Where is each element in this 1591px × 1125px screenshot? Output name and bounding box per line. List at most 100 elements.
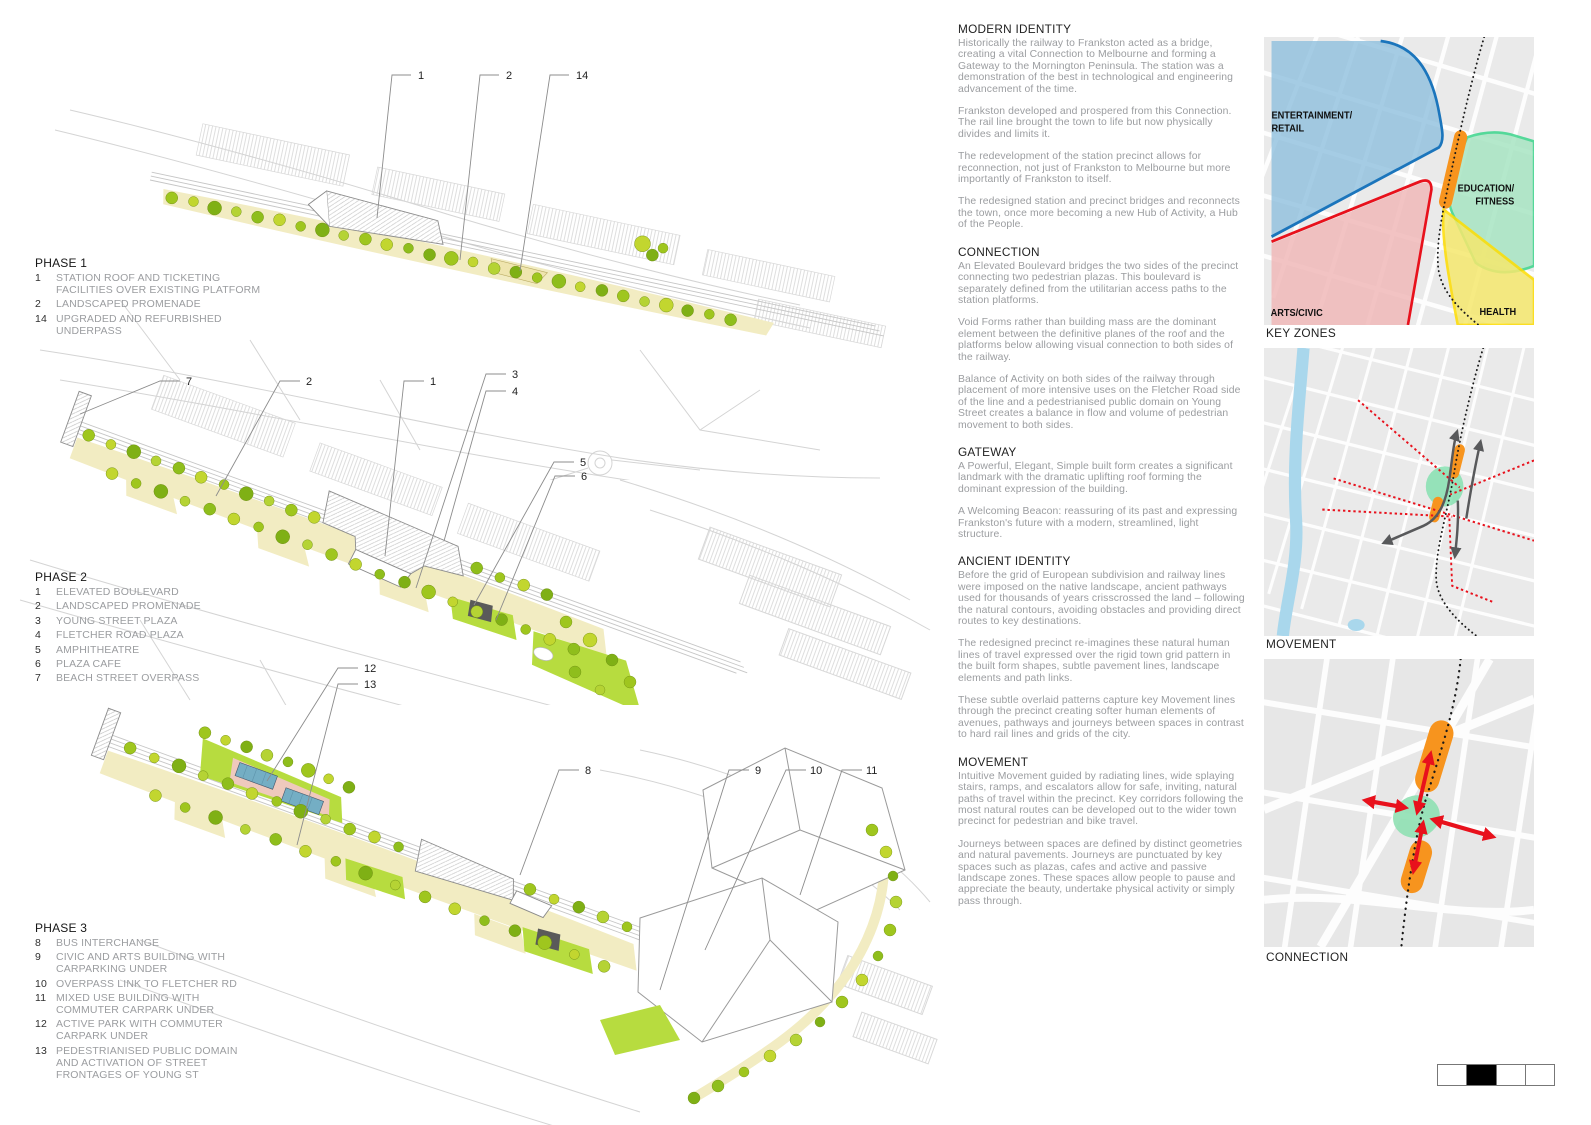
paragraph: The redevelopment of the station precinc… [958,151,1231,186]
phase3-callout-10: 10 [810,765,822,777]
phase2-lawn-trees [559,615,637,696]
phase1-rail-lines [149,171,884,337]
phase3-callout-12: 12 [364,663,376,675]
phase3-active-park [199,738,343,824]
paragraph: An Elevated Boulevard bridges the two si… [958,260,1239,306]
phase1-station-roof [307,190,444,245]
key-zones-caption: KEY ZONES [1266,326,1337,340]
paragraph: Historically the railway to Frankston ac… [958,38,1233,95]
phase2-context-roads [19,479,931,705]
phase3-edge-walk [691,823,890,1103]
zone-label-retail: RETAIL [1272,123,1305,134]
phase2-title: PHASE 2 [35,570,88,584]
zone-entertainment-retail [1271,41,1443,237]
phase2-lawn-large [531,631,642,705]
phase3-rail-lines [99,731,722,967]
phase2-pond [533,647,554,661]
paragraph: A Welcoming Beacon: reassuring of its pa… [958,506,1238,540]
phase3-context-roads [119,749,938,1125]
section-heading-movement: MOVEMENT [958,754,1029,769]
movement-map [1264,348,1534,636]
movement-caption: MOVEMENT [1266,637,1337,651]
phase1-callout-1: 1 [418,70,424,82]
phase2-parking-lots [150,374,601,582]
phase1-callouts [376,74,569,272]
phase2-callout-5: 5 [580,457,586,469]
phase3-arc-trees [687,823,903,1105]
phase3-trees [123,726,633,973]
phase1-parking-lots [195,123,887,349]
phase2-callout-2: 2 [306,376,312,388]
paragraph: Balance of Activity on both sides of the… [958,373,1241,431]
phase3-site-plan: 12 13 8 9 10 11 [90,663,938,1125]
zone-arts-border [1271,179,1433,325]
phase2-callout-1: 1 [430,376,436,388]
phase3-title: PHASE 3 [35,921,88,935]
phase1-title: PHASE 1 [35,256,88,270]
zone-arts-civic [1271,182,1432,325]
scale-bar-segment [1495,1065,1525,1085]
scale-bar-segment [1438,1065,1466,1085]
section-heading-ancient-identity: ANCIENT IDENTITY [958,554,1071,569]
scale-bar-segment-filled [1466,1065,1496,1085]
phase2-callouts [79,373,575,621]
paragraph: A Powerful, Elegant, Simple built form c… [958,460,1233,495]
phase3-buildings [637,747,906,1043]
section-heading-connection: CONNECTION [958,244,1040,259]
phase2-callout-3: 3 [512,369,518,381]
connection-map [1264,659,1534,947]
phase2-site-plan: 7 2 1 3 4 5 6 [19,369,931,705]
scale-bar [1437,1064,1555,1086]
paragraph: These subtle overlaid patterns capture k… [958,695,1244,741]
phase2-callout-4: 4 [512,386,518,398]
phase2-trees [82,429,581,656]
phase2-callout-6: 6 [581,471,587,483]
river [1276,348,1310,636]
connection-arrows [1361,750,1497,875]
paragraph: Frankston developed and prospered from t… [958,106,1232,140]
zone-health [1441,207,1534,325]
paragraph: The redesigned station and precinct brid… [958,196,1240,231]
paragraph: Void Forms rather than building mass are… [958,317,1234,363]
paragraph: The redesigned precinct re-imagines thes… [958,638,1231,684]
phase2-callout-7: 7 [186,376,192,388]
zone-entertainment-border [1270,39,1444,238]
zone-label-arts-civic: ARTS/CIVIC [1271,308,1323,319]
phase1-callout-14: 14 [576,70,588,82]
phase2-overpass [60,390,92,448]
paragraph: Before the grid of European subdivision … [958,570,1245,628]
phase3-station-roof [414,838,553,919]
paragraph: Journeys between spaces are defined by d… [958,838,1243,907]
phase3-overpass [90,707,122,761]
zone-label-fitness: FITNESS [1475,196,1514,207]
phase2-station-roof [322,490,464,588]
phase3-callout-9: 9 [755,765,761,777]
phase1-site-plan: 1 2 14 [39,70,887,480]
key-zones-map: ENTERTAINMENT/ RETAIL ARTS/CIVIC EDUCATI… [1264,37,1534,325]
phase3-callout-8: 8 [585,765,591,777]
paragraph: Intuitive Movement guided by radiating l… [958,770,1244,828]
phase3-callouts [266,667,862,991]
phase1-callout-2: 2 [506,70,512,82]
phase3-callout-13: 13 [364,679,376,691]
phase2-promenade-pockets [126,478,429,613]
section-heading-modern-identity: MODERN IDENTITY [958,22,1072,36]
zone-label-health: HEALTH [1479,307,1516,318]
scale-bar-segment [1524,1065,1554,1085]
phase3-promenade [99,750,637,971]
station-capsule [1438,130,1468,209]
